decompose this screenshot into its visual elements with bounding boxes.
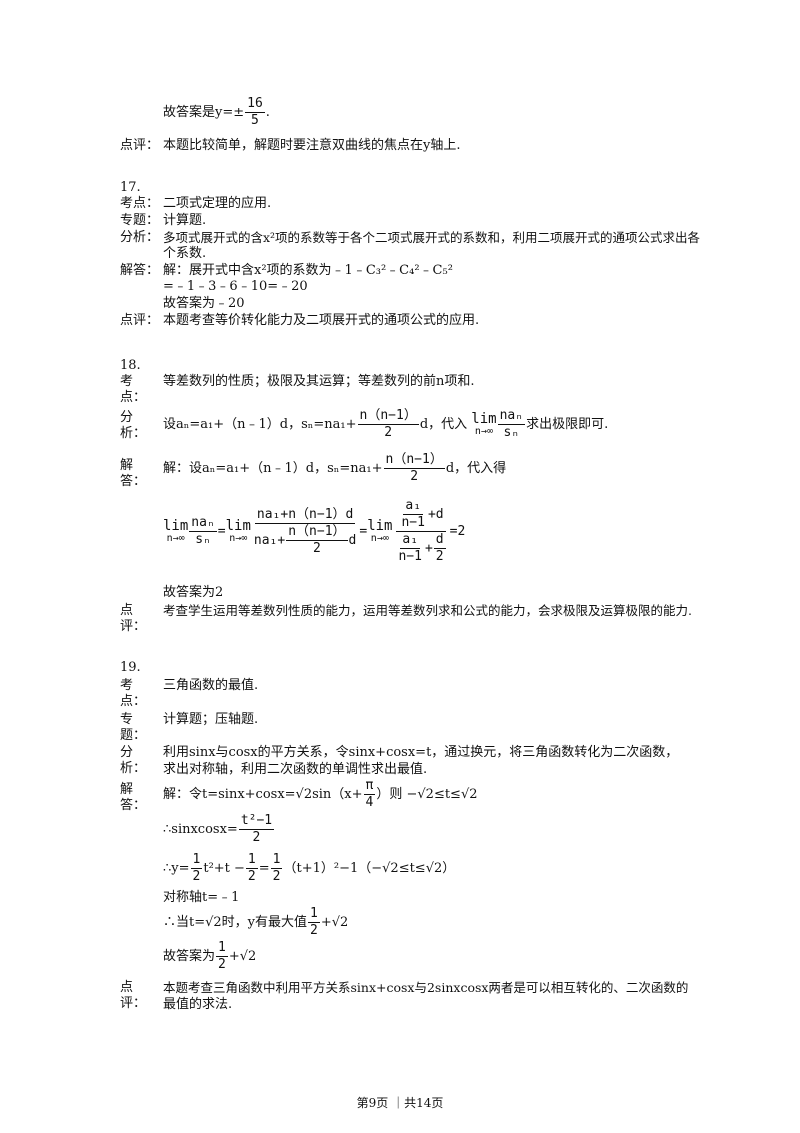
q19-fenxi-line1: 利用sinx与cosx的平方关系，令sinx+cosx=t，通过换元，将三角函数…	[163, 745, 679, 760]
q19-fenxi-label: 分析：	[120, 745, 147, 776]
q18-answer: 故答案为2	[163, 585, 224, 600]
q17-zhuanti-label: 专题：	[120, 213, 160, 228]
q17-jieda-line2: =﹣1﹣3﹣6﹣10=﹣20	[163, 279, 308, 294]
q19-zhuanti: 计算题；压轴题.	[163, 712, 259, 727]
q19-dianping-line2: 最值的求法.	[163, 997, 233, 1012]
q17-number: 17.	[120, 180, 141, 195]
q19-kaodian-label: 考点：	[120, 678, 147, 709]
q19-fenxi-line2: 求出对称轴，利用二次函数的单调性求出最值.	[163, 762, 428, 777]
q18-dianping: 考查学生运用等差数列性质的能力，运用等差数列求和公式的能力，会求极限及运算极限的…	[163, 603, 692, 618]
q17-dianping-label: 点评：	[120, 313, 160, 328]
q17-kaodian: 二项式定理的应用.	[163, 196, 272, 211]
q17-kaodian-label: 考点：	[120, 196, 160, 211]
q17-zhuanti: 计算题.	[163, 213, 207, 228]
q18-number: 18.	[120, 358, 141, 373]
q17-fenxi-line1: 多项式展开式的含x²项的系数等于各个二项式展开式的系数和，利用二项展开式的通项公…	[163, 230, 701, 245]
q19-dianping-line1: 本题考查三角函数中利用平方关系sinx+cosx与2sinxcosx两者是可以相…	[163, 980, 689, 995]
q19-jieda-label: 解答：	[120, 782, 147, 813]
q18-kaodian: 等差数列的性质；极限及其运算；等差数列的前n项和.	[163, 374, 475, 389]
q17-jieda-label: 解答：	[120, 263, 160, 278]
q17-jieda-line3: 故答案为﹣20	[163, 296, 245, 311]
top-review-text: 本题比较简单，解题时要注意双曲线的焦点在y轴上.	[163, 138, 461, 153]
top-answer-prefix: 故答案是y=±	[163, 105, 245, 120]
q17-fenxi-label: 分析：	[120, 230, 160, 245]
q17-dianping: 本题考查等价转化能力及二项展开式的通项公式的应用.	[163, 313, 480, 328]
page-footer: 第9页 ｜共14页	[356, 1096, 444, 1110]
q19-dianping-label: 点评：	[120, 980, 147, 1011]
q18-kaodian-label: 考点：	[120, 374, 147, 405]
q19-number: 19.	[120, 660, 141, 675]
q18-jieda-fraction: n（n−1）2	[383, 452, 445, 484]
q19-zhuanti-label: 专题：	[120, 712, 147, 743]
q18-fenxi-fraction: n（n−1）2	[357, 408, 419, 440]
q19-kaodian: 三角函数的最值.	[163, 678, 259, 693]
top-review-label: 点评：	[120, 138, 160, 153]
q18-jieda-label: 解答：	[120, 458, 147, 489]
q19-jieda-line4: 对称轴t=﹣1	[163, 890, 240, 905]
q18-dianping-label: 点评：	[120, 603, 147, 634]
q17-jieda-line1: 解：展开式中含x²项的系数为﹣1﹣C₃²﹣C₄²﹣C₅²	[163, 263, 453, 278]
q17-fenxi-line2: 个系数.	[163, 246, 207, 261]
q18-fenxi-label: 分析：	[120, 410, 147, 441]
